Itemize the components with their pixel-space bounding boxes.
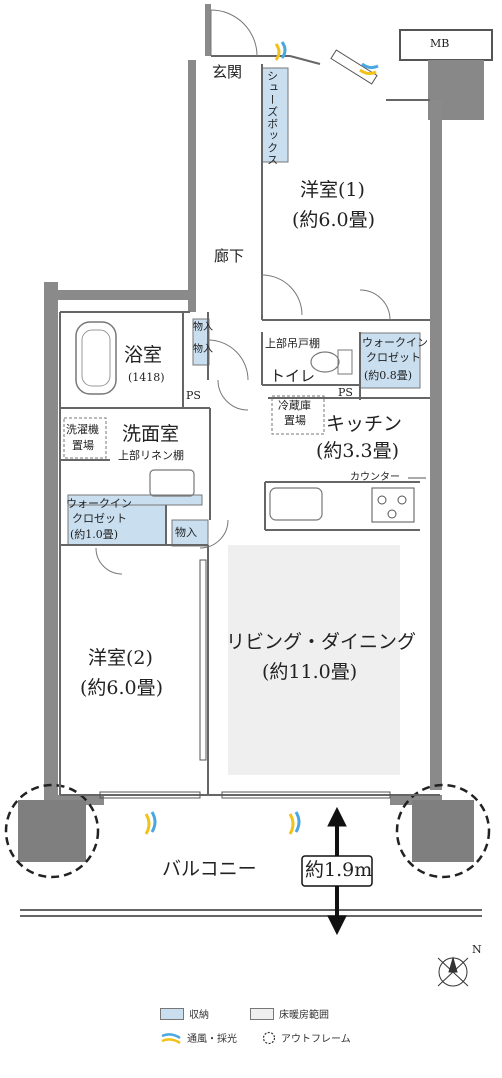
ventilation-icon: [161, 1032, 181, 1044]
living-size: (約11.0畳): [262, 661, 358, 683]
kitchen-name: キッチン: [326, 413, 403, 435]
bathtub: [75, 321, 117, 395]
outframe-icon: [262, 1031, 276, 1044]
compass-rose: [437, 956, 469, 987]
linen-shelf-label: 上部リネン棚: [118, 449, 184, 462]
toilet-label: トイレ: [270, 367, 316, 385]
genkan-label: 玄関: [212, 63, 243, 81]
door-swings: [95, 9, 391, 575]
fridge-space: [271, 395, 325, 435]
outframe-column-right: [412, 800, 474, 862]
ps-label-1: PS: [186, 389, 201, 402]
bath-size: (1418): [128, 371, 165, 384]
ventilation-marks: [144, 41, 379, 835]
shoes-box-fill: [261, 67, 289, 163]
kitchen-sink: [269, 487, 323, 521]
western2-name: 洋室(2): [88, 647, 153, 669]
western1-size: (約6.0畳): [292, 209, 376, 231]
legend-floor-heating: 床暖房範囲: [250, 1006, 329, 1021]
washer-line1: 洗濯機: [66, 423, 99, 436]
counter-label: カウンター: [350, 472, 400, 483]
outframe-circle-left: [4, 783, 100, 879]
legend-ventilation: 通風・採光: [160, 1030, 237, 1045]
ps-label-2: PS: [338, 386, 353, 399]
wic-small-line3: (約0.8畳): [364, 369, 413, 382]
bath-name: 浴室: [124, 344, 163, 366]
legend-outframe-label: アウトフレーム: [281, 1034, 351, 1045]
balcony-label: バルコニー: [162, 858, 257, 880]
floor-heating-area: [228, 545, 400, 775]
fridge-line2: 置場: [284, 414, 306, 427]
legend-storage-label: 収納: [189, 1010, 209, 1021]
washer-line2: 置場: [72, 439, 94, 452]
legend-ventilation-label: 通風・採光: [187, 1034, 237, 1045]
outframe-circle-right: [395, 783, 491, 879]
outframe-column-left: [18, 800, 86, 862]
wic-small-line2: クロゼット: [366, 351, 421, 364]
storage2-label: 物入: [193, 344, 213, 355]
living-name: リビング・ダイニング: [226, 631, 417, 653]
storage1-label: 物入: [193, 322, 213, 333]
legend-storage-swatch: [160, 1007, 184, 1020]
exterior-walls: [44, 4, 442, 805]
north-label: N: [472, 943, 482, 956]
balcony-depth-label: 約1.9m: [305, 859, 373, 881]
wic-line3: (約1.0畳): [70, 528, 119, 541]
washroom-label: 洗面室: [122, 423, 180, 445]
wic-line2: クロゼット: [72, 512, 127, 525]
fridge-line1: 冷蔵庫: [278, 399, 311, 412]
legend-floor-heating-label: 床暖房範囲: [279, 1010, 329, 1021]
western1-name: 洋室(1): [300, 179, 365, 201]
interior-walls: [20, 55, 482, 917]
western2-size: (約6.0畳): [80, 677, 164, 699]
wic-small-line1: ウォークイン: [362, 336, 428, 349]
windows: [99, 49, 391, 799]
corridor-label: 廊下: [214, 247, 245, 265]
shoes-box-label: シューズボックス: [265, 70, 279, 166]
wic-line1: ウォークイン: [66, 497, 132, 510]
mb-box: [399, 29, 493, 61]
washroom-counter-fill: [67, 494, 203, 506]
mb-label: MB: [430, 37, 450, 50]
kitchen-size: (約3.3畳): [316, 440, 400, 462]
storage3-label: 物入: [175, 526, 197, 539]
legend-outframe: アウトフレーム: [262, 1030, 351, 1045]
legend-floor-heating-swatch: [250, 1007, 274, 1020]
stove: [371, 487, 415, 523]
wash-basin: [149, 469, 195, 497]
legend-storage: 収納: [160, 1006, 209, 1021]
upper-shelf-label: 上部吊戸棚: [265, 337, 320, 350]
washer-space: [63, 417, 107, 459]
toilet-bowl: [310, 351, 340, 373]
